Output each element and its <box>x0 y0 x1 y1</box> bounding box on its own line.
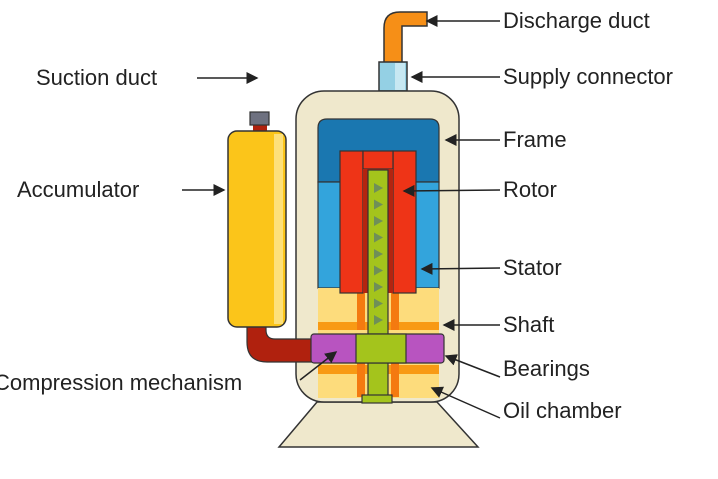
label-stator: Stator <box>503 255 562 280</box>
label-suction-duct: Suction duct <box>36 65 158 90</box>
shaft-arrow-icon <box>374 183 383 193</box>
shaft-arrow-icon <box>374 249 383 259</box>
label-compression-mechanism: Compression mechanism <box>0 370 243 395</box>
label-bearings: Bearings <box>503 356 590 381</box>
suction-cap <box>249 111 270 126</box>
rotor-right <box>392 150 417 294</box>
label-rotor: Rotor <box>503 177 557 202</box>
label-accumulator: Accumulator <box>17 177 140 202</box>
rotor-left <box>339 150 364 294</box>
shaft-arrow-icon <box>374 282 383 292</box>
shaft-arrow-icon <box>374 232 383 243</box>
shaft-flow-arrows <box>374 183 383 325</box>
label-frame: Frame <box>503 127 567 152</box>
shaft-arrow-icon <box>374 199 383 210</box>
shaft-arrow-icon <box>374 216 383 226</box>
compression-mechanism <box>355 333 407 364</box>
label-oil-chamber: Oil chamber <box>503 398 622 423</box>
shaft-arrow-icon <box>374 315 383 325</box>
discharge-duct <box>383 11 428 65</box>
accumulator-neck <box>253 124 267 132</box>
rotor-top <box>362 150 394 170</box>
accumulator <box>227 130 287 328</box>
label-supply-connector: Supply connector <box>503 64 673 89</box>
shaft-arrow-icon <box>374 298 383 309</box>
leader-lines <box>182 15 501 419</box>
label-discharge-duct: Discharge duct <box>503 8 650 33</box>
shaft-arrow-icon <box>374 265 383 276</box>
label-shaft: Shaft <box>503 312 555 337</box>
shaft-foot <box>361 394 393 404</box>
base-stand <box>277 401 480 448</box>
